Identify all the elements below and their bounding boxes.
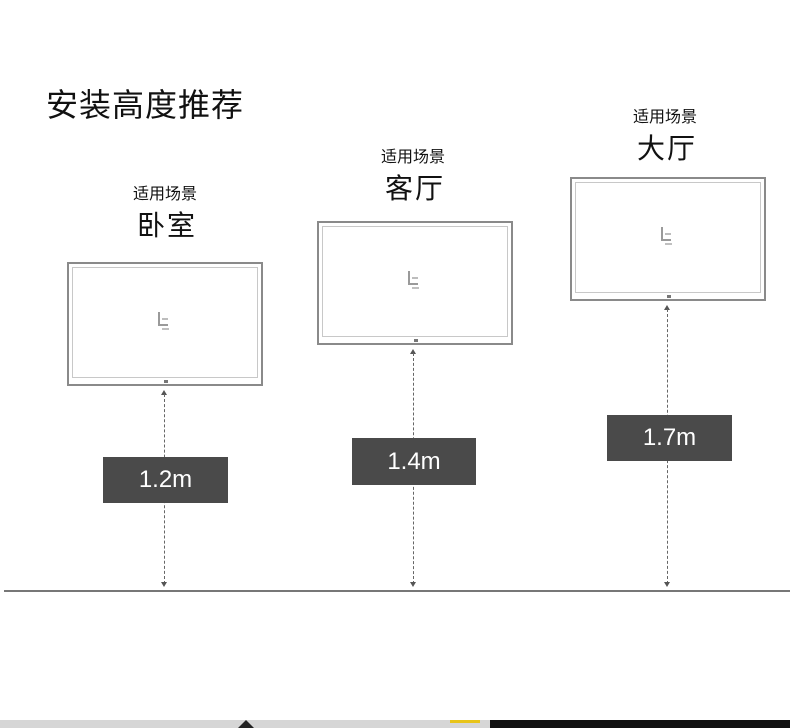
arrow-up-icon bbox=[664, 305, 670, 310]
tv-indicator bbox=[667, 295, 671, 298]
arrow-up-icon bbox=[410, 349, 416, 354]
tv-indicator bbox=[414, 339, 418, 342]
arrow-down-icon bbox=[664, 582, 670, 587]
height-badge-bedroom: 1.2m bbox=[103, 457, 228, 503]
tv-brand-logo-icon bbox=[661, 227, 672, 245]
page-title: 安装高度推荐 bbox=[46, 86, 245, 124]
scene-room-hall: 大厅 bbox=[636, 132, 697, 165]
tv-bedroom bbox=[67, 262, 263, 386]
scene-caption-hall: 适用场景 bbox=[632, 107, 697, 126]
scene-room-bedroom: 卧室 bbox=[136, 209, 197, 242]
tv-indicator bbox=[164, 380, 168, 383]
scene-caption-bedroom: 适用场景 bbox=[132, 184, 197, 203]
floor-line bbox=[4, 590, 790, 592]
arrow-down-icon bbox=[161, 582, 167, 587]
scene-caption-living-room: 适用场景 bbox=[380, 147, 445, 166]
bottom-strip-right bbox=[490, 720, 790, 728]
bottom-triangle-shape bbox=[238, 720, 254, 728]
bottom-accent-bar bbox=[450, 720, 480, 723]
arrow-up-icon bbox=[161, 390, 167, 395]
tv-brand-logo-icon bbox=[408, 271, 419, 289]
arrow-down-icon bbox=[410, 582, 416, 587]
scene-room-living-room: 客厅 bbox=[384, 172, 445, 205]
tv-brand-logo-icon bbox=[158, 312, 169, 330]
tv-living-room bbox=[317, 221, 513, 345]
height-badge-hall: 1.7m bbox=[607, 415, 732, 461]
tv-hall bbox=[570, 177, 766, 301]
height-badge-living-room: 1.4m bbox=[352, 438, 476, 485]
